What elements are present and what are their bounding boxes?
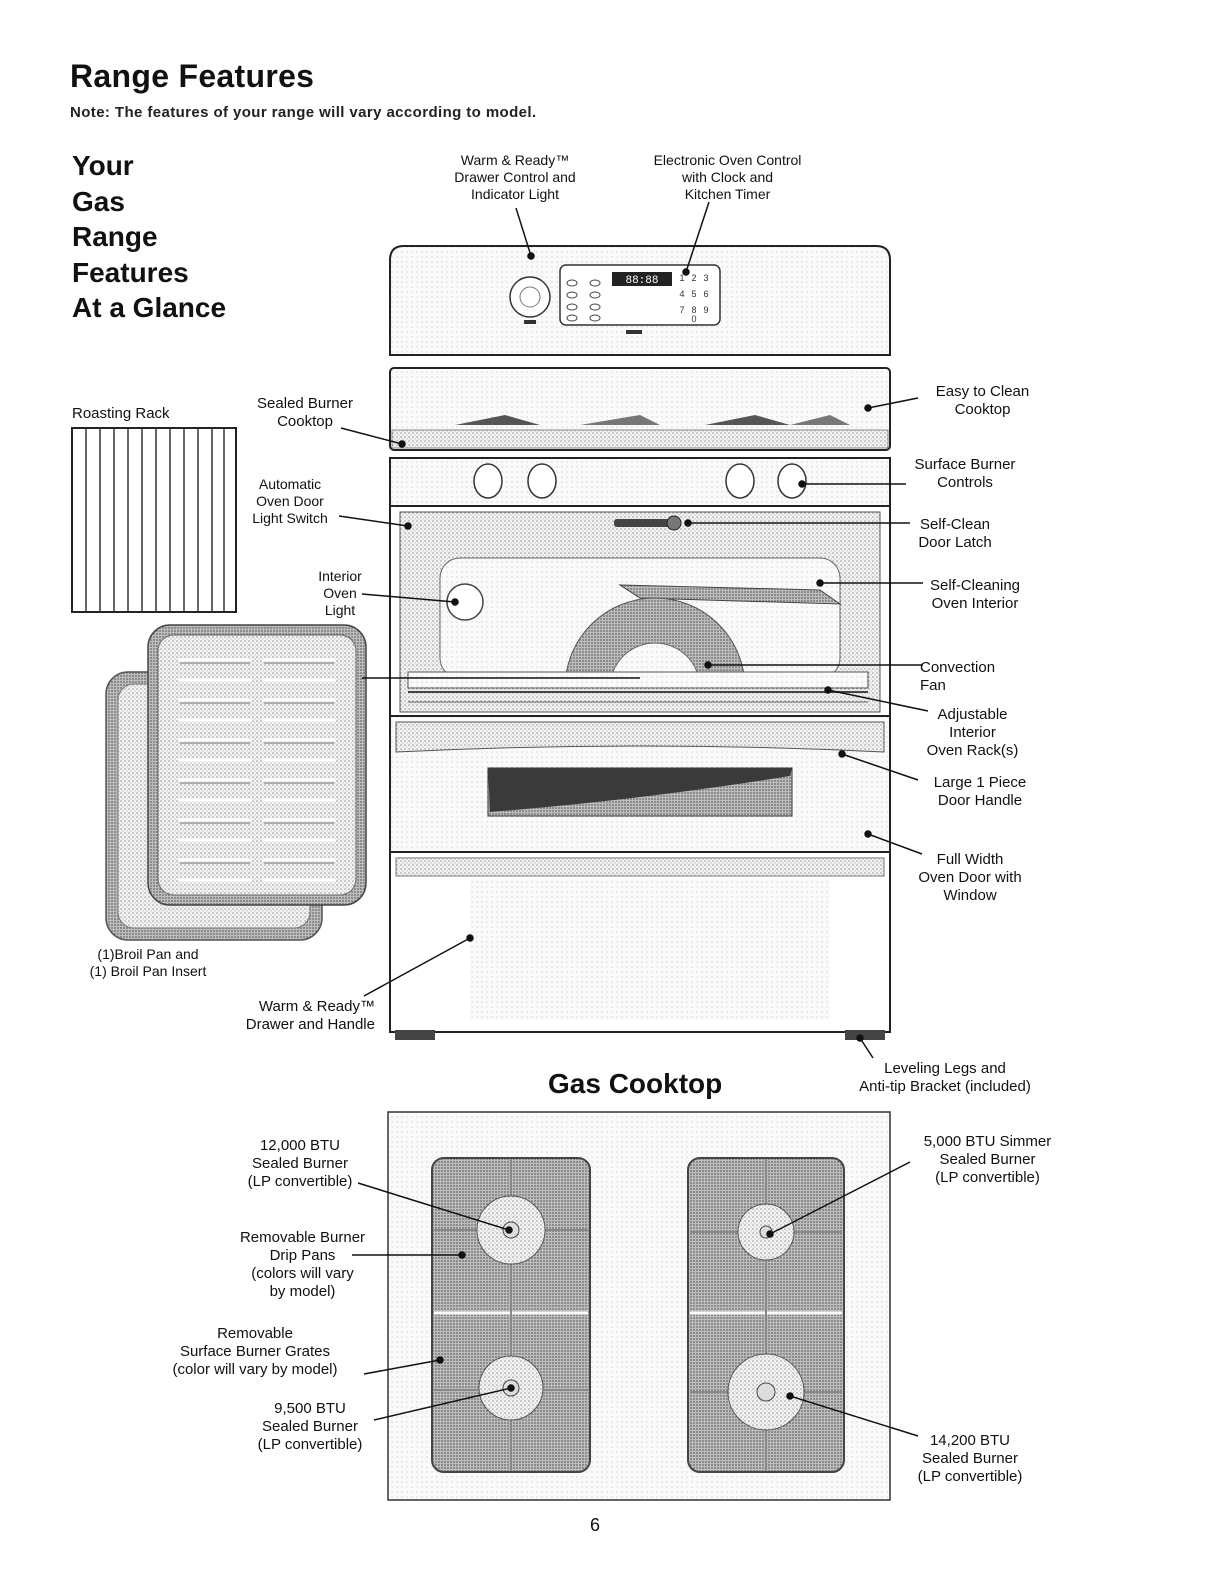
range-body: 88:88 1 2 3 4 5 6 7 8 9 0: [389, 245, 891, 1040]
page-note: Note: The features of your range will va…: [70, 104, 537, 121]
burner-knob-2: [527, 463, 557, 499]
label-burner-9500: 9,500 BTU Sealed Burner (LP convertible): [257, 1400, 363, 1453]
key-3: 3: [703, 273, 708, 283]
label-oven-door: Full Width Oven Door with Window: [918, 851, 1022, 904]
key-6: 6: [703, 289, 708, 299]
oven-rack: [407, 671, 869, 689]
label-burner-5000: 5,000 BTU Simmer Sealed Burner (LP conve…: [923, 1133, 1052, 1186]
label-surface-burner-controls: Surface Burner Controls: [914, 456, 1016, 491]
key-5: 5: [691, 289, 696, 299]
door-latch: [614, 519, 674, 527]
key-0: 0: [691, 314, 696, 324]
label-sealed-burner-cooktop: Sealed Burner Cooktop: [257, 395, 353, 430]
label-self-clean-latch: Self-Clean Door Latch: [918, 516, 992, 551]
burner-knob-3: [725, 463, 755, 499]
label-interior-light: Interior Oven Light: [318, 568, 362, 618]
label-auto-light-switch: Automatic Oven Door Light Switch: [252, 476, 328, 526]
electronic-oven-control: [559, 264, 721, 326]
label-adjustable-rack: Adjustable Interior Oven Rack(s): [926, 706, 1019, 759]
label-burner-12000: 12,000 BTU Sealed Burner (LP convertible…: [247, 1137, 353, 1190]
key-1: 1: [679, 273, 684, 283]
label-leveling-legs: Leveling Legs and Anti-tip Bracket (incl…: [859, 1060, 1031, 1095]
clock-display: 88:88: [625, 275, 658, 287]
key-8: 8: [691, 305, 696, 315]
label-roasting-rack: Roasting Rack: [72, 405, 170, 422]
door-handle: [395, 721, 885, 753]
label-self-cleaning-interior: Self-Cleaning Oven Interior: [929, 577, 1021, 612]
broil-pan: [105, 624, 367, 941]
cooktop-heading: Gas Cooktop: [548, 1068, 723, 1099]
burner-knob-4: [777, 463, 807, 499]
warm-ready-knob: [509, 276, 551, 318]
cooktop-top-view: [387, 1111, 891, 1501]
burner-knob-1: [473, 463, 503, 499]
label-convection-fan: Convection Fan: [920, 659, 996, 694]
label-electronic-control: Electronic Oven Control with Clock and K…: [653, 152, 802, 202]
label-burner-14200: 14,200 BTU Sealed Burner (LP convertible…: [917, 1432, 1023, 1485]
label-easy-clean: Easy to Clean Cooktop: [935, 383, 1030, 418]
label-warm-drawer: Warm & Ready™ Drawer and Handle: [245, 998, 375, 1033]
key-4: 4: [679, 289, 684, 299]
roasting-rack: [71, 427, 237, 613]
key-7: 7: [679, 305, 684, 315]
label-warm-ready-control: Warm & Ready™ Drawer Control and Indicat…: [454, 152, 576, 202]
intro-heading: Your Gas Range Features At a Glance: [72, 150, 227, 323]
label-broil-pan: (1)Broil Pan and (1) Broil Pan Insert: [89, 946, 207, 979]
page-number: 6: [590, 1515, 601, 1535]
label-drip-pans: Removable Burner Drip Pans (colors will …: [239, 1229, 366, 1300]
cooktop-leader-lines: [352, 1161, 919, 1437]
label-grates: Removable Surface Burner Grates (color w…: [172, 1325, 338, 1378]
page-title: Range Features: [70, 58, 315, 94]
key-2: 2: [691, 273, 696, 283]
label-door-handle: Large 1 Piece Door Handle: [933, 774, 1027, 809]
range-leader-lines: [338, 201, 929, 1059]
key-9: 9: [703, 305, 708, 315]
